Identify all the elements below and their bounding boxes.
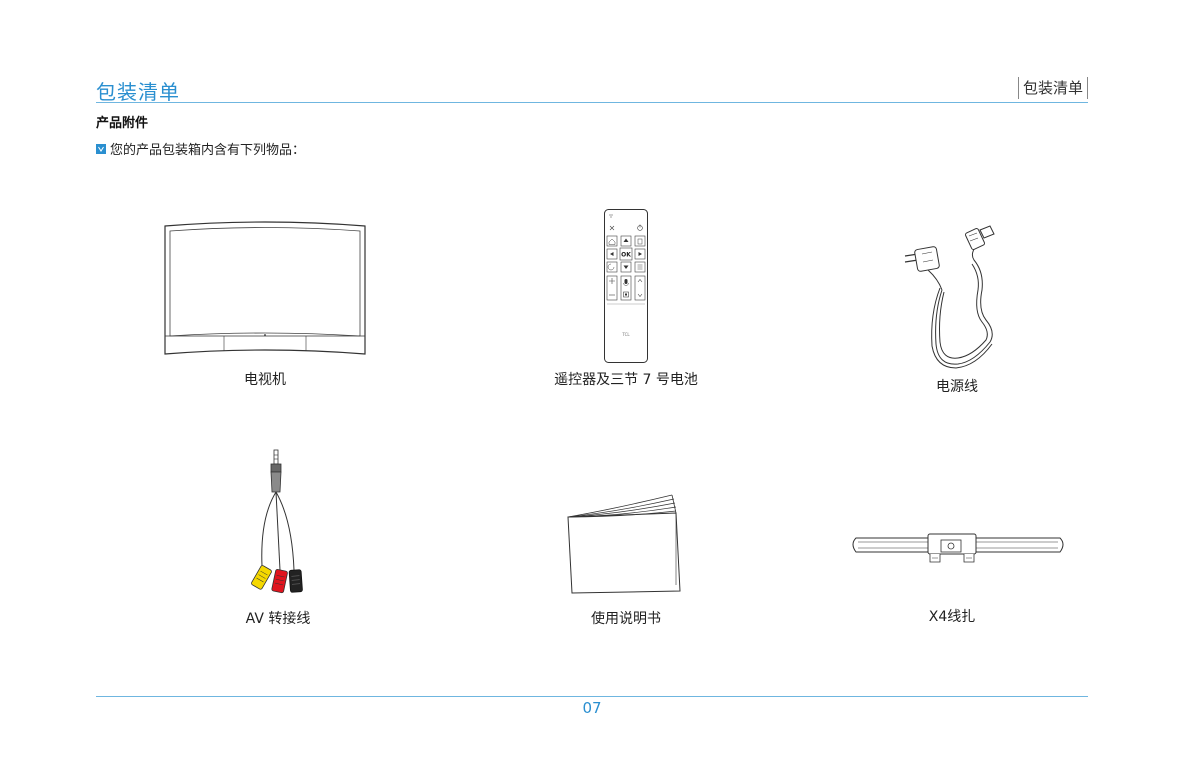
- remote-brand-label: TCL: [621, 332, 630, 337]
- power-cord-icon: [904, 225, 995, 369]
- item-cable-tie: [848, 530, 1068, 566]
- item-av-cable: [246, 448, 308, 600]
- remote-control-icon: OK TCL: [604, 209, 648, 363]
- cable-tie-icon: [852, 533, 1064, 563]
- section-heading: 产品附件: [96, 116, 149, 131]
- header-divider: [96, 102, 1088, 103]
- item-power-cord: [898, 224, 998, 370]
- item-label-power-cord: 电源线: [936, 379, 978, 395]
- av-cable-icon: [251, 449, 303, 594]
- footer-divider: [96, 696, 1088, 697]
- item-label-remote: 遥控器及三节 7 号电池: [554, 372, 698, 388]
- item-label-av-cable: AV 转接线: [245, 611, 311, 627]
- page-number: 07: [582, 699, 602, 717]
- section-tag: 包装清单: [1018, 77, 1089, 99]
- tv-icon: [164, 221, 366, 355]
- checkbox-bullet-icon: [96, 143, 106, 154]
- item-label-manual: 使用说明书: [591, 611, 661, 627]
- intro-line: 您的产品包装箱内含有下列物品：: [96, 139, 305, 158]
- item-remote: OK TCL: [604, 209, 648, 363]
- item-tv: [160, 218, 370, 360]
- item-label-cable-tie: X4线扎: [928, 609, 976, 625]
- item-manual: [566, 493, 684, 595]
- intro-text: 您的产品包装箱内含有下列物品：: [110, 143, 306, 158]
- remote-ok-label: OK: [621, 252, 631, 259]
- manual-icon: [567, 494, 681, 594]
- page-title: 包装清单: [96, 80, 180, 104]
- item-label-tv: 电视机: [244, 372, 286, 388]
